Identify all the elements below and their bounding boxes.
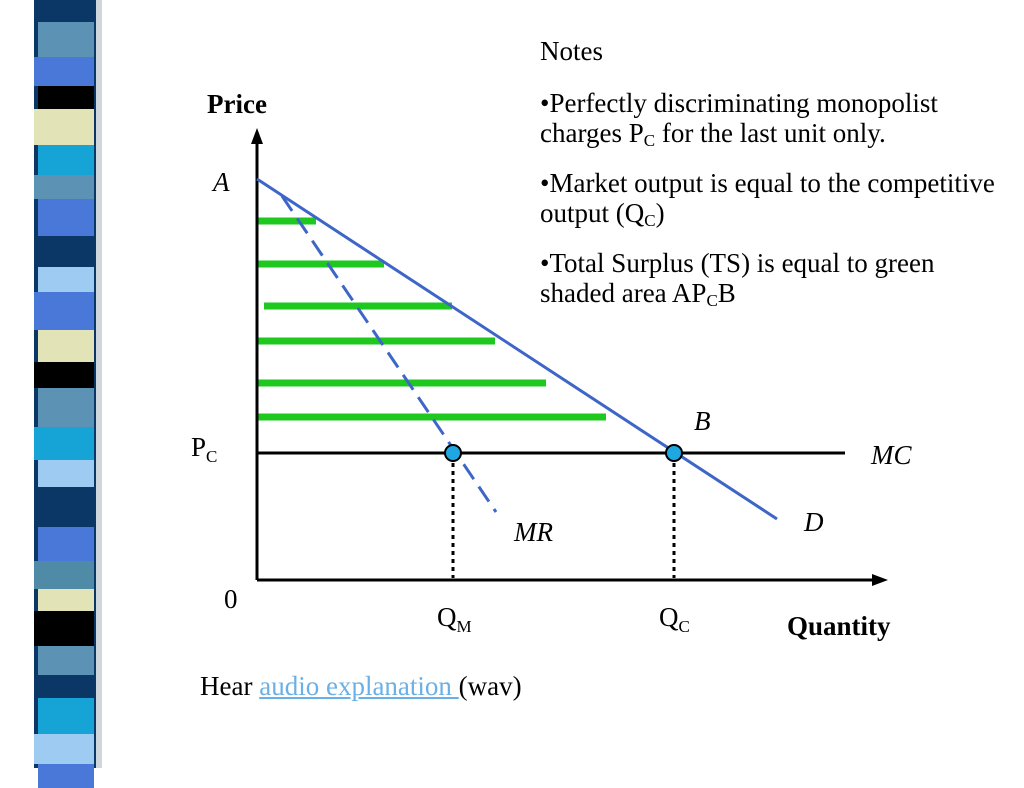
audio-line: Hear audio explanation (wav) [200,671,522,702]
origin-label: 0 [224,584,238,614]
mr-mc-intersection-point [444,444,462,462]
note-subscript: C [644,211,656,230]
strip-shadow [96,0,102,768]
strip-block [34,0,94,22]
strip-block [34,675,94,698]
note-text: •Perfectly discriminating monopolist cha… [540,88,938,148]
strip-block [34,611,94,646]
mr-line [280,195,498,513]
qm-label-main: Q [437,602,457,632]
note-subscript: C [643,131,656,150]
x-axis-label: Quantity [787,611,891,641]
note-item: •Market output is equal to the competiti… [540,168,1010,230]
strip-block [34,292,94,330]
mc-label: MC [870,440,912,470]
surplus-bars [258,217,606,421]
audio-explanation-link[interactable]: audio explanation [259,671,459,701]
point-a-label: A [211,167,230,197]
qm-label: QM [437,602,472,636]
strip-block [34,236,94,267]
strip-block [38,527,94,561]
audio-prefix: Hear [200,671,260,701]
strip-block [38,388,94,427]
strip-block [38,267,94,292]
demand-line [256,177,778,521]
note-text: •Market output is equal to the competiti… [540,168,995,228]
strip-block [34,175,94,199]
strip-block [38,589,94,611]
d-label: D [803,507,824,537]
strip-block [38,145,94,175]
mr-label: MR [513,517,553,547]
strip-block [34,109,94,145]
strip-block [38,330,94,362]
strip-block [38,199,94,236]
note-item: •Perfectly discriminating monopolist cha… [540,88,1010,150]
strip-block [34,734,94,764]
notes-panel: Notes •Perfectly discriminating monopoli… [540,36,1010,328]
strip-block [38,646,94,675]
strip-block [38,22,94,57]
qm-label-sub: M [457,617,472,636]
y-axis-arrow [251,128,263,144]
note-subscript: C [706,291,718,310]
price-discrimination-diagram: Price A B PC MC MR D 0 QM QC Quantity [191,89,912,641]
strip-block [34,362,94,388]
strip-block [34,427,94,460]
point-b-marker [665,444,683,462]
strip-block [34,487,94,527]
x-axis-arrow [872,574,888,586]
strip-block [34,57,94,86]
note-text: for the last unit only. [655,118,886,148]
qc-label-main: Q [659,602,679,632]
qc-label: QC [659,602,690,636]
note-text: •Total Surplus (TS) is equal to green sh… [540,248,935,308]
strip-block [34,561,94,589]
qc-label-sub: C [679,617,690,636]
pc-label-main: P [191,432,206,462]
note-item: •Total Surplus (TS) is equal to green sh… [540,248,1010,310]
notes-title: Notes [540,36,603,66]
pc-label: PC [191,432,217,466]
note-text: B [717,278,736,308]
pc-label-sub: C [206,447,217,466]
strip-block [38,460,94,487]
y-axis-label: Price [207,89,267,119]
strip-block [38,698,94,734]
audio-suffix: (wav) [458,671,522,701]
strip-block [38,86,94,109]
note-text: ) [655,198,665,228]
point-b-label: B [694,406,711,436]
